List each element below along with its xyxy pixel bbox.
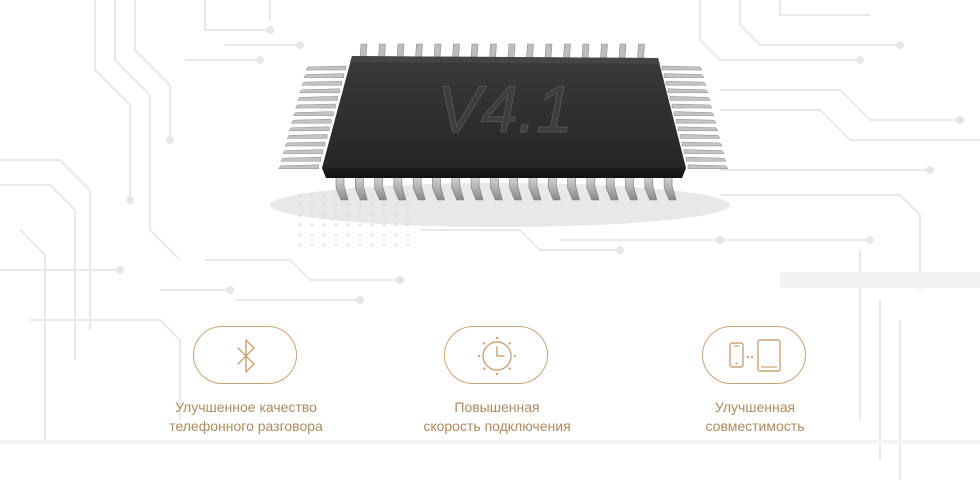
chip-pin bbox=[618, 43, 627, 59]
chip-pin bbox=[378, 43, 386, 59]
feature-caption: Улучшенное качество телефонного разговор… bbox=[116, 398, 376, 436]
feature-badge bbox=[444, 326, 548, 384]
caption-line-1: Улучшенное качество bbox=[175, 399, 317, 415]
circuit-dot bbox=[382, 233, 386, 237]
circuit-dot bbox=[298, 233, 302, 237]
caption-line-2: совместимость bbox=[705, 418, 805, 434]
chip-pin bbox=[675, 118, 717, 124]
chip-pin bbox=[671, 103, 713, 109]
chip-pin bbox=[286, 134, 328, 139]
feature-connection-speed: Повышенная скорость подключения bbox=[367, 326, 627, 446]
chip-pin bbox=[507, 43, 516, 59]
circuit-dot bbox=[358, 233, 362, 237]
circuit-dot bbox=[298, 223, 302, 227]
chip-pin bbox=[415, 43, 423, 59]
chip-pin bbox=[673, 111, 715, 116]
chip-pin bbox=[679, 134, 721, 139]
chip-pin bbox=[303, 73, 345, 78]
feature-badge bbox=[702, 326, 806, 384]
circuit-dot bbox=[394, 243, 398, 247]
circuit-dot bbox=[334, 243, 338, 247]
chip-pin bbox=[489, 43, 497, 59]
feature-compatibility: Улучшенная совместимость bbox=[625, 326, 885, 446]
chip-pin bbox=[290, 118, 332, 124]
chip-pin bbox=[299, 88, 340, 94]
chip-pin bbox=[292, 111, 334, 116]
circuit-dot bbox=[310, 233, 314, 237]
circuit-dot bbox=[394, 233, 398, 237]
chip-pin bbox=[663, 73, 705, 78]
chip-pin bbox=[288, 126, 330, 132]
circuit-dot bbox=[370, 243, 374, 247]
chip-pin bbox=[452, 43, 460, 59]
chip-pin bbox=[681, 141, 723, 147]
circuit-dot bbox=[406, 233, 410, 237]
chip-pins bbox=[278, 43, 729, 201]
circuit-dot bbox=[310, 243, 314, 247]
circuit-dot bbox=[322, 243, 326, 247]
circuit-dot bbox=[358, 243, 362, 247]
chip-pin bbox=[284, 141, 326, 147]
chip-label: V4.1 bbox=[437, 72, 573, 146]
circuit-dot bbox=[358, 223, 362, 227]
chip-pin bbox=[359, 43, 368, 59]
chip-pin bbox=[669, 96, 711, 101]
chip-pin bbox=[470, 43, 479, 59]
caption-line-1: Повышенная bbox=[454, 399, 540, 415]
caption-line-2: телефонного разговора bbox=[169, 418, 323, 434]
chip-pin bbox=[667, 88, 709, 94]
chip-pin bbox=[600, 43, 608, 59]
circuit-dot bbox=[322, 223, 326, 227]
circuit-dot bbox=[382, 243, 386, 247]
chip-pin bbox=[526, 43, 534, 59]
chip-pin bbox=[685, 156, 727, 162]
caption-line-2: скорость подключения bbox=[423, 418, 571, 434]
chip-pin bbox=[282, 149, 324, 154]
clock-icon bbox=[477, 336, 517, 376]
chip-pin bbox=[677, 126, 719, 132]
chip-pin bbox=[687, 164, 729, 170]
chip-pin bbox=[396, 43, 405, 59]
feature-badge bbox=[193, 326, 297, 384]
circuit-dot bbox=[346, 243, 350, 247]
chip-pin bbox=[665, 80, 707, 86]
circuit-dot bbox=[346, 233, 350, 237]
chip-pin bbox=[683, 149, 725, 154]
chip-pin bbox=[544, 43, 553, 59]
chip-pin bbox=[581, 43, 590, 59]
bluetooth-icon bbox=[237, 339, 255, 373]
circuit-dot bbox=[370, 233, 374, 237]
chip-pin bbox=[278, 164, 319, 170]
chip-pin bbox=[433, 43, 442, 59]
feature-caption: Повышенная скорость подключения bbox=[367, 398, 627, 436]
circuit-dot bbox=[310, 223, 314, 227]
feature-call-quality: Улучшенное качество телефонного разговор… bbox=[116, 326, 376, 446]
circuit-dot bbox=[322, 233, 326, 237]
devices-icon bbox=[729, 339, 781, 372]
feature-caption: Улучшенная совместимость bbox=[625, 398, 885, 436]
chip-pin bbox=[637, 43, 645, 59]
circuit-dot bbox=[334, 233, 338, 237]
chip-pin bbox=[563, 43, 571, 59]
chip-pin bbox=[295, 103, 336, 109]
chip-pin bbox=[280, 156, 322, 162]
circuit-dot bbox=[346, 223, 350, 227]
circuit-dot bbox=[334, 223, 338, 227]
circuit-dot bbox=[406, 243, 410, 247]
circuit-dot bbox=[370, 223, 374, 227]
chip-pin bbox=[301, 80, 343, 86]
chip-pin bbox=[297, 96, 338, 101]
circuit-dot bbox=[298, 243, 302, 247]
caption-line-1: Улучшенная bbox=[714, 399, 796, 415]
chip-pin bbox=[305, 65, 347, 71]
chip-pin bbox=[661, 65, 703, 71]
